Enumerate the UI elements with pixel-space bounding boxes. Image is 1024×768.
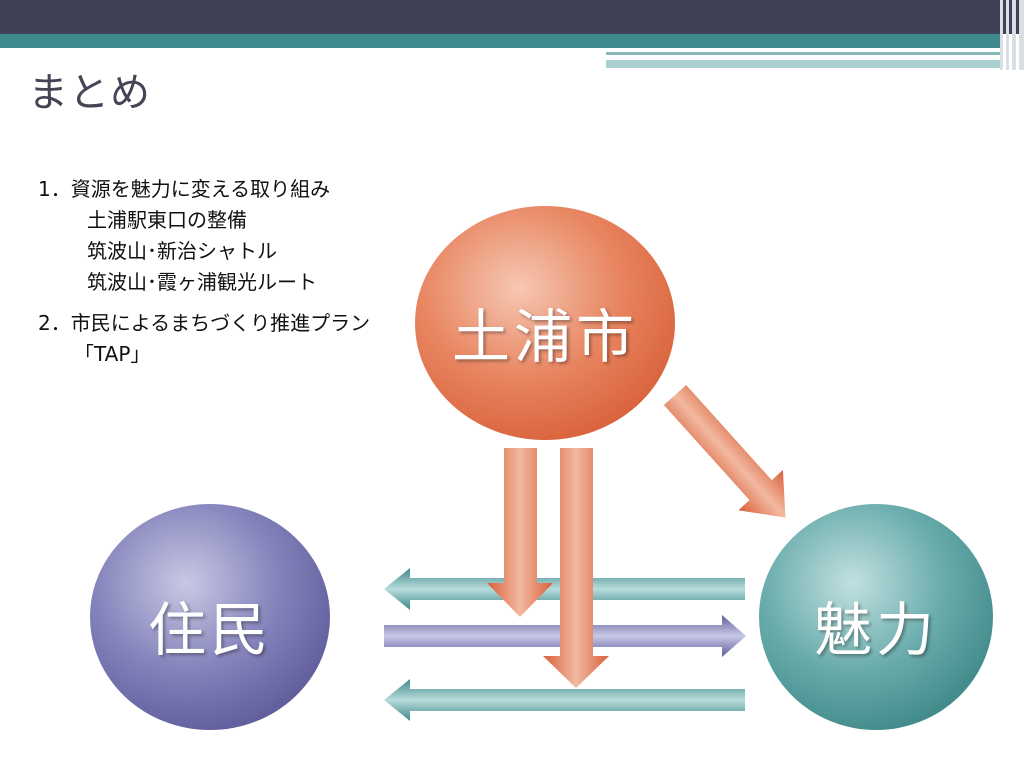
city-circle xyxy=(415,206,675,440)
attraction-circle xyxy=(759,504,993,730)
list-subitem: 「TAP」 xyxy=(74,342,151,366)
corner-stripes xyxy=(1000,0,1024,70)
attraction-label: 魅力 xyxy=(813,596,938,664)
teal-band xyxy=(0,34,1000,48)
list-subitem: 筑波山･新治シャトル xyxy=(87,239,277,263)
residents-label: 住民 xyxy=(147,596,272,664)
header-bar xyxy=(0,0,1024,34)
list-subitem: 土浦駅東口の整備 xyxy=(87,208,247,232)
arrow-city-to-attraction xyxy=(663,384,786,518)
arrow-city-down-1 xyxy=(487,448,553,617)
accent-line xyxy=(606,60,1000,68)
list-subitem: 筑波山･霞ヶ浦観光ルート xyxy=(87,270,317,294)
list-item-heading: 1．資源を魅力に変える取り組み xyxy=(38,177,331,201)
arrow-attraction-to-residents-bottom xyxy=(384,679,745,721)
arrow-city-down-2 xyxy=(543,448,609,688)
slide-title: まとめ xyxy=(28,70,151,116)
summary-list: 1．資源を魅力に変える取り組み 土浦駅東口の整備 筑波山･新治シャトル 筑波山･… xyxy=(38,174,370,370)
list-item-heading: 2．市民によるまちづくり推進プラン xyxy=(38,311,371,335)
accent-line xyxy=(606,52,1000,55)
residents-circle xyxy=(90,504,330,730)
city-label: 土浦市 xyxy=(451,303,638,371)
